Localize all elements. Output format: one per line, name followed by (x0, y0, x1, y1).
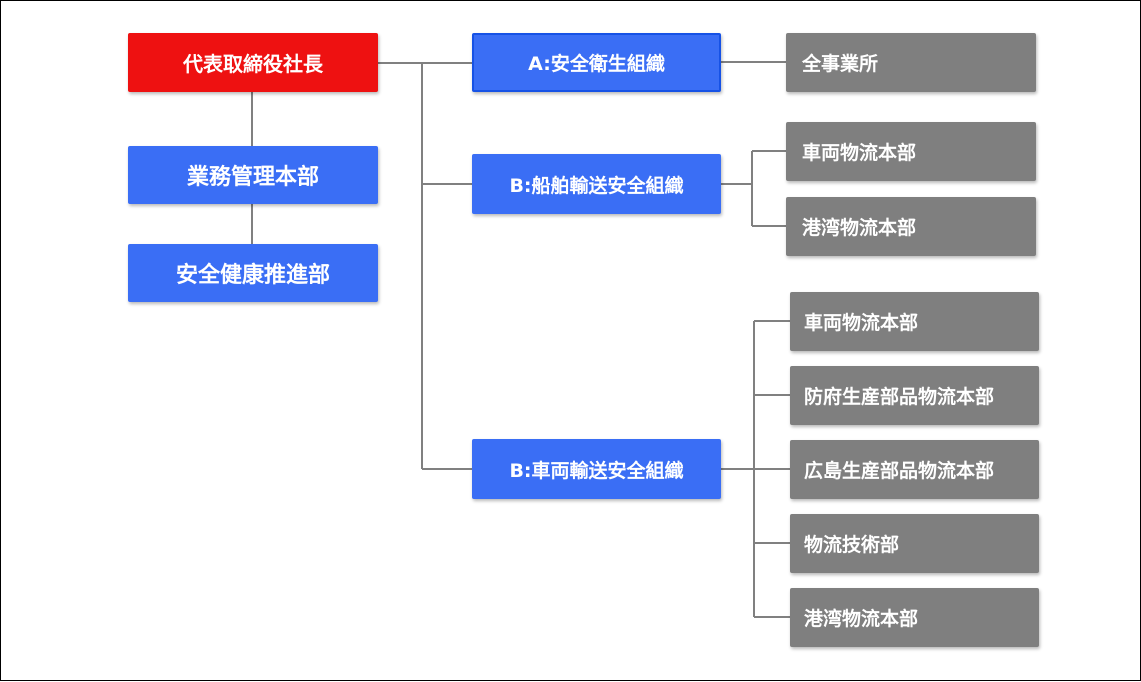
unit-box-hofu-parts-logistics: 防府生産部品物流本部 (790, 366, 1039, 425)
org-label: A:安全衛生組織 (528, 53, 665, 75)
org-label: B:船舶輸送安全組織 (509, 174, 684, 197)
staff-dept-label: 安全健康推進部 (175, 263, 330, 288)
org-box-ship-transport: B:船舶輸送安全組織 (472, 154, 721, 214)
unit-label: 防府生産部品物流本部 (804, 386, 995, 408)
unit-label: 全事業所 (802, 53, 879, 75)
org-box-safety-hygiene: A:安全衛生組織 (472, 33, 721, 92)
unit-box-all-sites: 全事業所 (786, 33, 1036, 92)
org-label: B:車両輸送安全組織 (509, 459, 684, 482)
org-box-vehicle-transport: B:車両輸送安全組織 (472, 439, 721, 499)
unit-label: 物流技術部 (804, 534, 900, 556)
unit-label: 車両物流本部 (804, 312, 919, 334)
unit-label: 車両物流本部 (802, 142, 917, 164)
staff-dept-box-safety-health: 安全健康推進部 (128, 244, 378, 302)
staff-dept-box-business-management: 業務管理本部 (128, 146, 378, 204)
unit-box-port-logistics: 港湾物流本部 (786, 197, 1036, 256)
executive-label: 代表取締役社長 (183, 52, 323, 76)
unit-label: 港湾物流本部 (802, 217, 917, 239)
unit-label: 広島生産部品物流本部 (804, 460, 995, 482)
staff-dept-label: 業務管理本部 (186, 165, 319, 190)
unit-label: 港湾物流本部 (804, 608, 919, 630)
unit-box-logistics-technology: 物流技術部 (790, 514, 1039, 573)
unit-box-port-logistics: 港湾物流本部 (790, 588, 1039, 647)
unit-box-hiroshima-parts-logistics: 広島生産部品物流本部 (790, 440, 1039, 499)
executive-box: 代表取締役社長 (128, 33, 378, 92)
unit-box-vehicle-logistics: 車両物流本部 (790, 292, 1039, 351)
unit-box-vehicle-logistics: 車両物流本部 (786, 122, 1036, 181)
